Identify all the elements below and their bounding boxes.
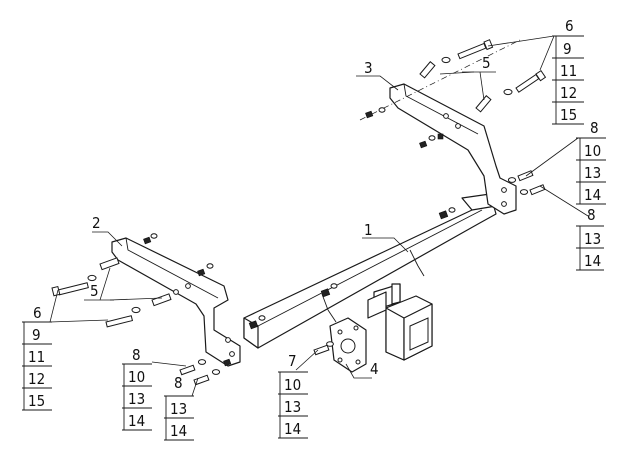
parts-table-right-upper: 8 10 13 14 (576, 119, 606, 205)
callout-8-right-lower: 8 (587, 206, 596, 224)
table-rt-row-2: 11 (560, 62, 577, 80)
table-s-row-3: 14 (284, 420, 301, 438)
receiver-tube (367, 283, 433, 361)
table-rl-row-2: 14 (584, 252, 601, 270)
callout-8-left: 8 (132, 346, 141, 364)
table-lla-row-2: 13 (128, 390, 145, 408)
callout-1: 1 (364, 221, 373, 239)
table-ru-row-1: 10 (584, 142, 601, 160)
right-top-bolts (359, 39, 547, 149)
parts-table-socket: 10 13 14 (278, 371, 308, 439)
callout-8-left-lower: 8 (174, 374, 183, 392)
callout-labels: 1 2 3 4 5 5 7 (90, 54, 491, 378)
table-llb-row-2: 14 (170, 422, 187, 440)
callout-6-right: 6 (565, 17, 574, 35)
table-lla-row-1: 10 (128, 368, 145, 386)
table-lla-row-3: 14 (128, 412, 145, 430)
parts-table-left-lower-a: 8 10 13 14 (122, 346, 152, 431)
left-bracket (111, 237, 241, 367)
table-l-row-3: 12 (28, 370, 45, 388)
table-s-row-2: 13 (284, 398, 301, 416)
right-bracket (389, 83, 517, 215)
table-rt-row-3: 12 (560, 84, 577, 102)
parts-table-right-top: 6 9 11 12 15 (552, 17, 584, 125)
callout-3: 3 (364, 59, 373, 77)
socket-plate (329, 317, 367, 373)
table-l-row-4: 15 (28, 392, 45, 410)
callout-8-right-upper: 8 (590, 119, 599, 137)
table-l-row-1: 9 (32, 326, 41, 344)
right-side-bolts (438, 170, 546, 220)
callout-4: 4 (370, 360, 379, 378)
callout-7: 7 (288, 352, 297, 370)
parts-table-left: 6 9 11 12 15 (22, 304, 52, 411)
table-ru-row-2: 13 (584, 164, 601, 182)
table-rt-row-4: 15 (560, 106, 577, 124)
callout-5-right: 5 (482, 54, 491, 72)
left-lower-bolts (179, 341, 334, 386)
leader-lines (49, 35, 589, 397)
callout-6-left: 6 (33, 304, 42, 322)
table-rt-row-1: 9 (563, 40, 572, 58)
table-ru-row-3: 14 (584, 186, 601, 204)
parts-table-right-lower: 8 13 14 (576, 206, 604, 271)
parts-table-left-lower-b: 8 13 14 (164, 374, 194, 441)
main-crossbar (243, 193, 497, 349)
callout-5-left: 5 (90, 282, 99, 300)
left-bracket-bolts (51, 233, 338, 330)
table-s-row-1: 10 (284, 376, 301, 394)
table-llb-row-1: 13 (170, 400, 187, 418)
callout-2: 2 (92, 214, 101, 232)
table-rl-row-1: 13 (584, 230, 601, 248)
table-l-row-2: 11 (28, 348, 45, 366)
